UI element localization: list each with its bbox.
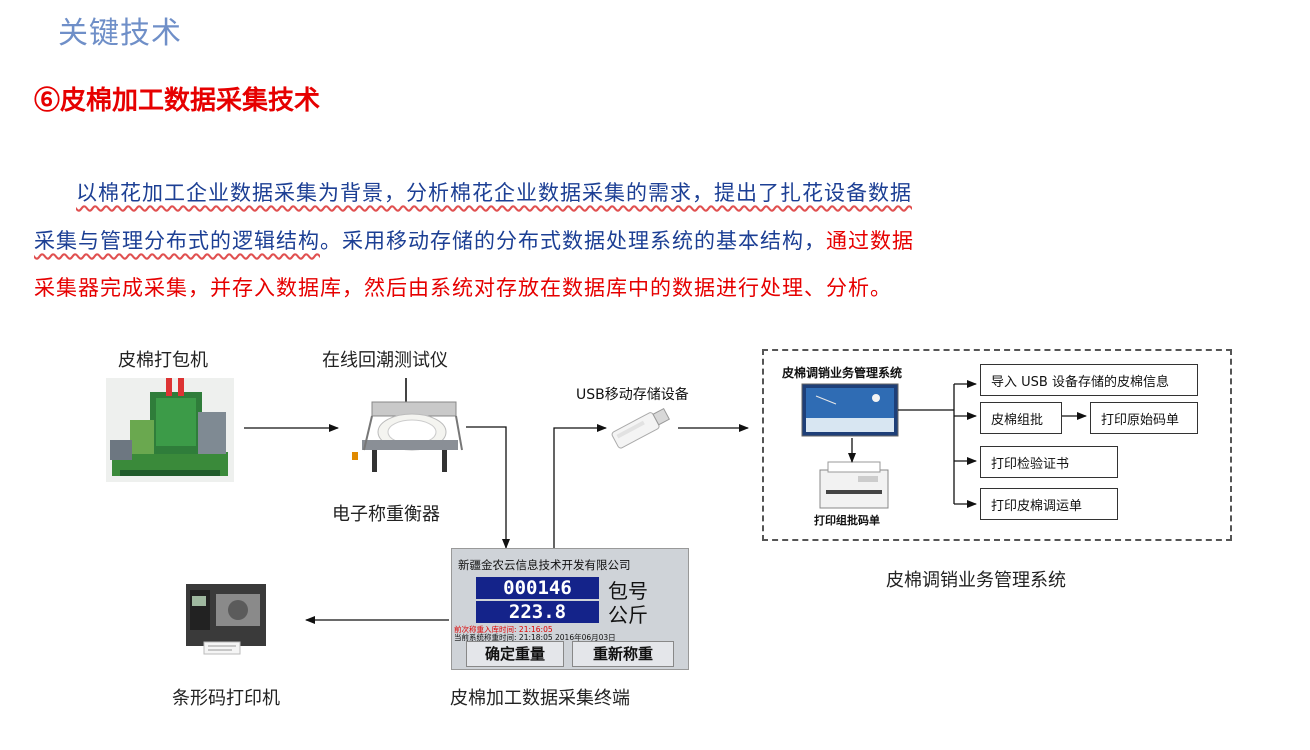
terminal-last-time-label: 前次称重入库时间:	[454, 625, 517, 634]
paragraph-line-2: 采集与管理分布式的逻辑结构。采用移动存储的分布式数据处理系统的基本结构，通过数据	[34, 225, 914, 255]
box-print-transfer: 打印皮棉调运单	[980, 488, 1118, 520]
terminal-last-time-value: 21:16:05	[518, 625, 553, 634]
paragraph-line-1: 以棉花加工企业数据采集为背景，分析棉花企业数据采集的需求，提出了扎花设备数据	[76, 177, 912, 207]
page-title: 关键技术	[58, 16, 182, 51]
paragraph-line-2-highlight: 通过数据	[826, 229, 914, 253]
box-batching-label: 皮棉组批	[991, 412, 1044, 428]
terminal-last-time: 前次称重入库时间: 21:16:05	[454, 624, 553, 635]
section-heading: ⑥皮棉加工数据采集技术	[34, 86, 321, 116]
terminal-bale-no-unit: 包号	[608, 579, 648, 603]
box-print-original-label: 打印原始码单	[1101, 412, 1180, 428]
paragraph-line-3: 采集器完成采集，并存入数据库，然后由系统对存放在数据库中的数据进行处理、分析。	[34, 272, 892, 302]
confirm-weight-button[interactable]: 确定重量	[466, 641, 564, 667]
barcode-printer-image	[186, 584, 266, 655]
moisture-tester-label: 在线回潮测试仪	[322, 350, 448, 371]
monitor-image	[801, 383, 899, 437]
box-import-usb: 导入 USB 设备存储的皮棉信息	[980, 364, 1198, 396]
usb-drive-image	[611, 407, 670, 449]
terminal-label: 皮棉加工数据采集终端	[450, 688, 630, 709]
moisture-tester-image	[352, 378, 463, 472]
terminal-company: 新疆金农云信息技术开发有限公司	[458, 558, 631, 572]
reweigh-button[interactable]: 重新称重	[572, 641, 674, 667]
mgmt-system-caption: 皮棉调销业务管理系统	[886, 570, 1066, 591]
usb-label: USB移动存储设备	[576, 387, 689, 403]
print-batch-label: 打印组批码单	[814, 514, 880, 527]
terminal-weight-display: 223.8	[476, 601, 599, 623]
mgmt-panel-title: 皮棉调销业务管理系统	[782, 366, 903, 380]
box-print-original: 打印原始码单	[1090, 402, 1198, 434]
baler-label: 皮棉打包机	[118, 350, 208, 371]
box-print-certificate: 打印检验证书	[980, 446, 1118, 478]
arrow-scale-to-terminal	[466, 426, 510, 549]
paragraph-line-2-body: 。采用移动存储的分布式数据处理系统的基本结构，	[320, 229, 826, 253]
data-collection-terminal: 新疆金农云信息技术开发有限公司 000146 包号 223.8 公斤 前次称重入…	[451, 548, 689, 670]
terminal-weight-unit: 公斤	[608, 603, 648, 627]
scale-label: 电子称重衡器	[332, 504, 440, 525]
barcode-printer-label: 条形码打印机	[172, 688, 280, 709]
box-import-usb-label: 导入 USB 设备存储的皮棉信息	[991, 374, 1169, 390]
box-print-transfer-label: 打印皮棉调运单	[991, 498, 1083, 514]
mgmt-system-panel	[762, 349, 1232, 541]
paragraph-line-3-text: 采集器完成采集，并存入数据库，然后由系统对存放在数据库中的数据进行处理、分析。	[34, 276, 892, 300]
box-batching: 皮棉组批	[980, 402, 1062, 434]
terminal-bale-no-display: 000146	[476, 577, 599, 599]
office-printer-image	[819, 461, 889, 509]
terminal-current-time: 当前系统称重时间: 21:18:05 2016年06月03日	[454, 632, 616, 643]
paragraph-line-2-underlined: 采集与管理分布式的逻辑结构	[34, 229, 320, 253]
arrow-terminal-to-usb	[553, 424, 607, 548]
baler-machine-image	[106, 378, 234, 482]
paragraph-line-1-text: 以棉花加工企业数据采集为背景，分析棉花企业数据采集的需求，提出了扎花设备数据	[76, 181, 912, 205]
terminal-current-time-value: 21:18:05	[518, 633, 553, 642]
terminal-current-date: 2016年06月03日	[555, 633, 616, 642]
box-print-certificate-label: 打印检验证书	[991, 456, 1070, 472]
terminal-current-time-label: 当前系统称重时间:	[454, 633, 517, 642]
